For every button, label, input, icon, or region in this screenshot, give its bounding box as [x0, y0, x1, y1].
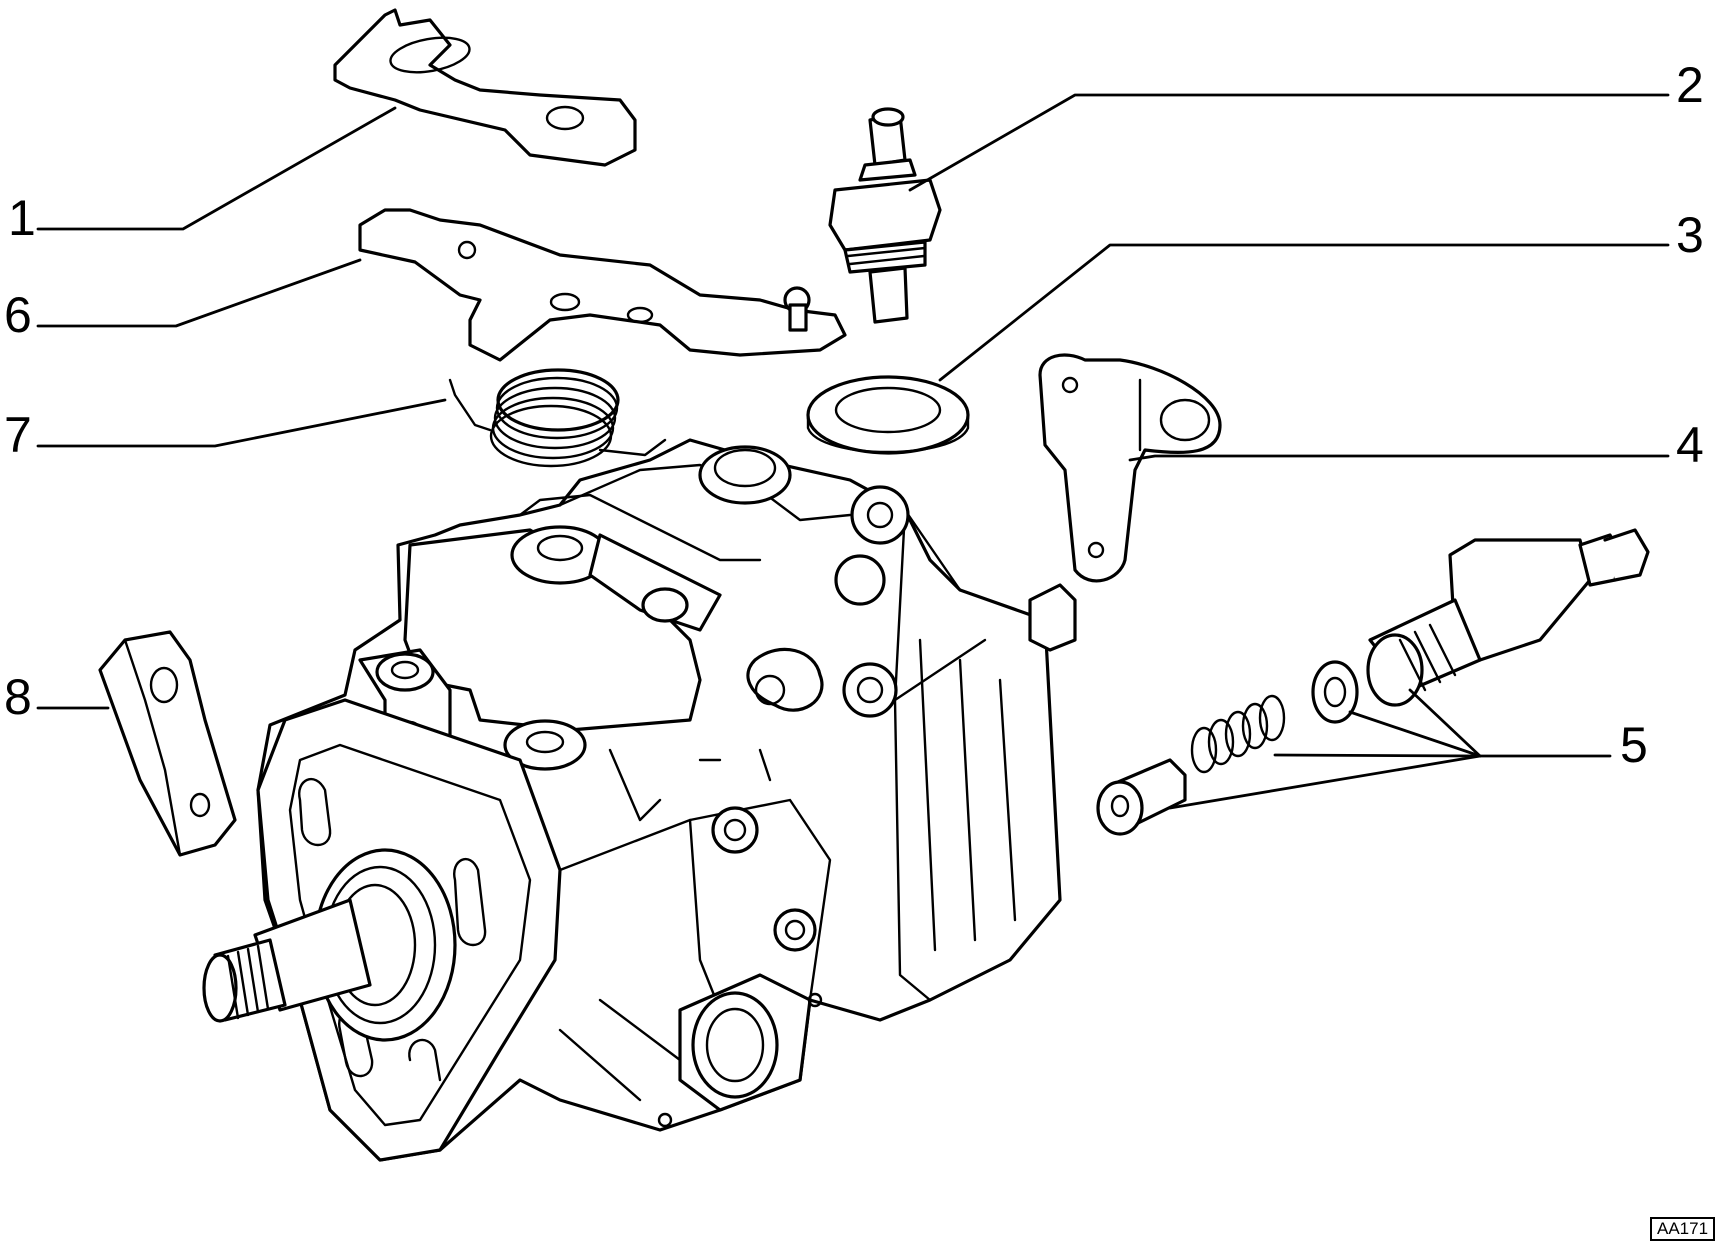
- callout-2: 2: [1676, 57, 1704, 113]
- leader-3: [938, 243, 1670, 382]
- callout-4: 4: [1676, 417, 1704, 473]
- part-7-spring: [448, 368, 667, 468]
- callout-8: 8: [4, 669, 32, 725]
- leader-6: [36, 258, 362, 328]
- leader-5c: [1273, 753, 1482, 758]
- leader-7: [36, 398, 447, 448]
- leader-5a: [1408, 688, 1612, 758]
- callout-5: 5: [1620, 717, 1648, 773]
- part-3-washer: [806, 375, 970, 455]
- callout-6: 6: [4, 287, 32, 343]
- part-8-bracket: [98, 630, 237, 857]
- injection-pump-body: [202, 438, 1077, 1162]
- part-1-lever-plate: [333, 8, 637, 167]
- leader-2: [908, 93, 1670, 192]
- part-6-lever-arm: [358, 208, 847, 362]
- part-5-valve-assembly: [1096, 528, 1650, 836]
- callout-1: 1: [8, 190, 36, 246]
- part-4-bracket: [1038, 353, 1222, 583]
- callout-labels: 1 2 3 4 5 6 7 8: [4, 57, 1704, 773]
- leader-1: [36, 106, 397, 231]
- part-2-sensor: [828, 107, 942, 324]
- callout-7: 7: [4, 407, 32, 463]
- leader-5b: [1348, 710, 1482, 758]
- figure-reference-code: AA171: [1650, 1217, 1716, 1241]
- leader-4: [1128, 454, 1670, 462]
- callout-3: 3: [1676, 207, 1704, 263]
- leader-lines: [36, 93, 1670, 810]
- leader-5d: [1168, 754, 1482, 810]
